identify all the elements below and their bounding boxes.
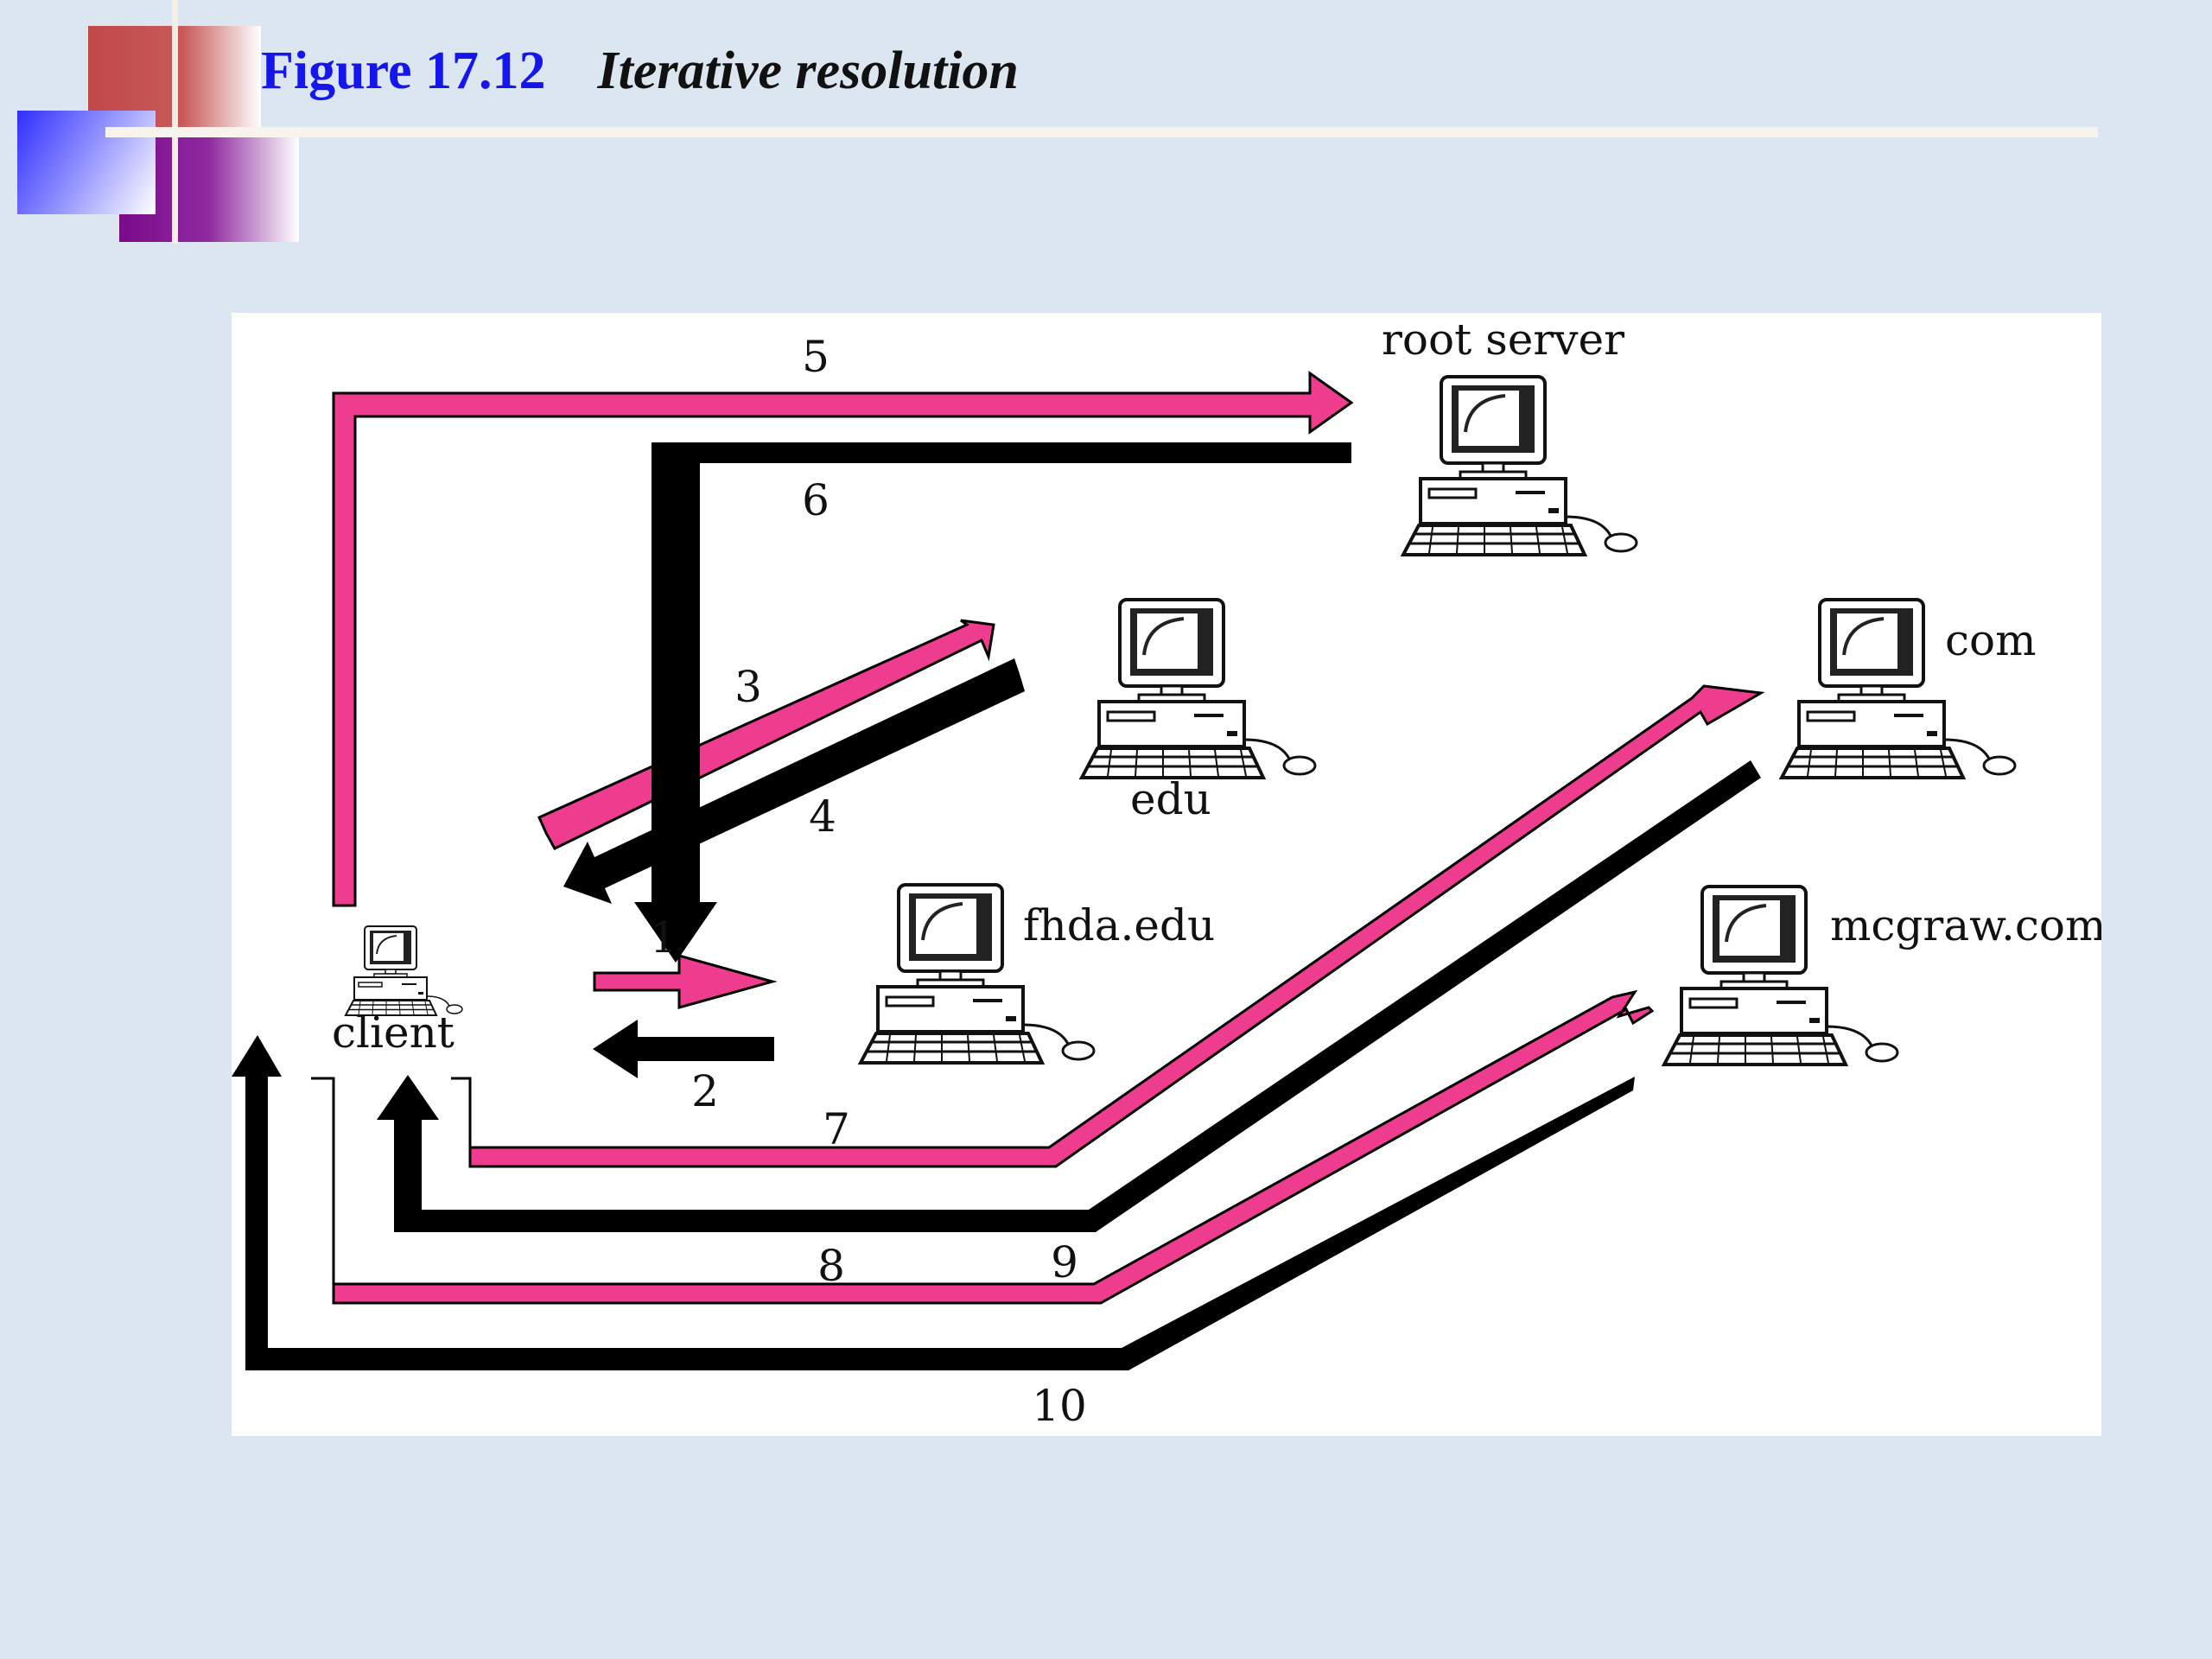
edu-computer-icon (1080, 598, 1317, 779)
decor-vertical-line (172, 0, 178, 244)
arrow-step-4 (563, 658, 1025, 904)
client-computer-icon (345, 925, 463, 1016)
arrow-step-1-body (593, 954, 778, 1009)
root-server-label: root server (1382, 315, 1624, 365)
step-number-5: 5 (802, 332, 830, 382)
iterative-resolution-diagram: root server com edu fhda.edu mcgraw.com … (232, 315, 2101, 1431)
figure-number: Figure 17.12 (261, 41, 546, 100)
step-number-10: 10 (1032, 1381, 1087, 1431)
step-number-7: 7 (823, 1104, 850, 1154)
arrow-step-7 (451, 684, 1765, 1168)
slide-title: Figure 17.12 Iterative resolution (261, 36, 1019, 105)
decor-blue-square (17, 111, 156, 214)
root-server-computer-icon (1402, 375, 1638, 556)
edu-label: edu (1130, 774, 1211, 824)
title-underline (105, 127, 2098, 137)
client-label: client (332, 1007, 454, 1058)
step-number-2: 2 (691, 1066, 719, 1116)
fhda-edu-label: fhda.edu (1023, 900, 1215, 950)
step-number-4: 4 (809, 791, 836, 842)
diagram-panel: root server com edu fhda.edu mcgraw.com … (232, 313, 2101, 1436)
com-label: com (1945, 615, 2037, 665)
mcgraw-com-label: mcgraw.com (1830, 900, 2101, 950)
arrow-step-10 (232, 1035, 1635, 1370)
step-number-1: 1 (650, 912, 677, 963)
step-number-6: 6 (802, 475, 830, 525)
arrow-step-8 (311, 989, 1655, 1305)
figure-title: Iterative resolution (597, 41, 1019, 100)
step-number-8: 8 (817, 1241, 845, 1291)
step-number-9: 9 (1051, 1237, 1078, 1287)
arrow-step-2 (593, 1020, 774, 1078)
arrow-step-5 (332, 371, 1354, 907)
arrow-step-6 (634, 442, 1351, 963)
step-number-3: 3 (734, 662, 762, 712)
